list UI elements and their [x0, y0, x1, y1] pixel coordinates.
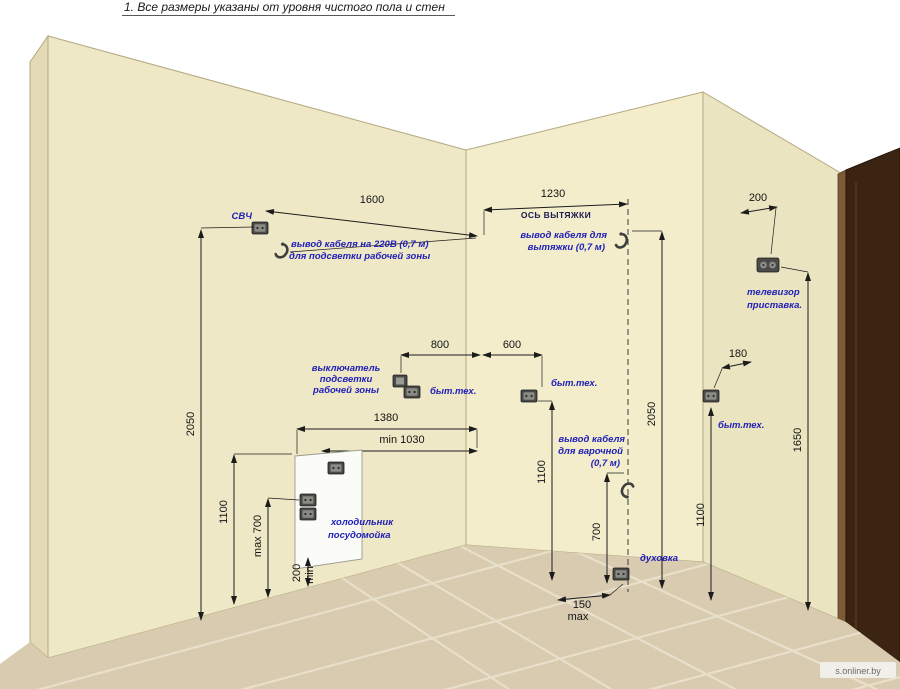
- door: [845, 147, 900, 663]
- appliance-label-right: быт.тех.: [718, 420, 764, 431]
- panel-socket-double-a-icon: [299, 493, 317, 507]
- appliance-label-center: быт.тех.: [551, 378, 597, 389]
- hood-cable-label-line2: вытяжки (0,7 м): [528, 242, 605, 253]
- cable-220v-label-line1: вывод кабеля на 220В (0,7 м): [291, 239, 429, 250]
- cable-220v-label-line2: для подсветки рабочей зоны: [289, 251, 430, 262]
- hob-cable-label-line1: вывод кабеля: [558, 434, 625, 445]
- dim-150-max-suffix: max: [568, 611, 589, 623]
- door-frame: [837, 169, 847, 632]
- dim-150-max: 150 max: [557, 583, 624, 623]
- switch-callout: выключатель подсветки рабочей зоны: [312, 363, 408, 396]
- panel-socket-top-icon: [327, 461, 345, 475]
- hob-cable-callout: вывод кабеля для варочной (0,7 м): [558, 434, 635, 501]
- dim-800-value: 800: [431, 339, 449, 351]
- hood-cable-callout: вывод кабеля для вытяжки (0,7 м): [520, 230, 629, 253]
- appliance-socket-right-icon: [702, 389, 720, 403]
- hob-cable-label-line3: (0,7 м): [591, 458, 620, 469]
- note-block: 1. Все размеры указаны от уровня чистого…: [122, 0, 455, 16]
- dim-1230: 1230: [483, 188, 628, 235]
- wall-right: [702, 91, 847, 623]
- watermark-badge: s.onliner.by: [820, 662, 896, 678]
- dim-2050-left-value: 2050: [185, 412, 197, 436]
- dim-min-1030-value: min 1030: [379, 434, 424, 446]
- dim-200-right-value: 200: [749, 192, 767, 204]
- dim-1230-value: 1230: [541, 188, 565, 200]
- dim-700: 700: [591, 472, 624, 584]
- fridge-label-line1: холодильник: [330, 517, 394, 528]
- dim-1100-center: 1100: [536, 400, 555, 581]
- appliance-label-left: быт.тех.: [430, 386, 476, 397]
- switch-label-line3: рабочей зоны: [312, 385, 379, 396]
- appliance-socket-center-icon: [520, 389, 538, 403]
- tv-label-line2: приставка.: [747, 300, 802, 311]
- cable-220v-callout: вывод кабеля на 220В (0,7 м) для подсвет…: [274, 237, 477, 262]
- dim-600-value: 600: [503, 339, 521, 351]
- tv-socket-icon: [756, 257, 780, 273]
- dim-1100-right: 1100: [695, 407, 714, 601]
- page-note: 1. Все размеры указаны от уровня чистого…: [124, 0, 445, 14]
- dim-2050-left: 2050: [185, 226, 255, 621]
- dim-1650-value: 1650: [792, 428, 804, 452]
- hob-cable-label-line2: для варочной: [558, 446, 623, 457]
- dim-1100-center-value: 1100: [536, 460, 548, 484]
- dim-700-value: 700: [591, 523, 603, 541]
- dim-1600: 1600: [265, 194, 478, 239]
- microwave-socket-icon: [251, 221, 269, 235]
- fridge-label-line2: посудомойка: [328, 530, 391, 541]
- dim-180: 180: [713, 348, 752, 389]
- hood-axis-label: ОСЬ ВЫТЯЖКИ: [521, 210, 591, 220]
- dim-1650: 1650: [780, 266, 811, 611]
- dim-2050-center: 2050: [632, 230, 665, 589]
- dim-1100-left: 1100: [218, 453, 292, 605]
- dim-max-700-value: max 700: [252, 515, 264, 557]
- appliance-socket-left-icon: [403, 385, 421, 399]
- dim-1380: 1380: [296, 412, 478, 454]
- fridge-panel: холодильник посудомойка: [294, 449, 394, 570]
- room-surfaces: [0, 34, 900, 689]
- microwave-label: СВЧ: [232, 211, 253, 222]
- dim-max-700: max 700: [252, 497, 300, 598]
- hood-cable-label-line1: вывод кабеля для: [520, 230, 607, 241]
- dim-800: 800: [400, 339, 481, 373]
- dim-2050-center-value: 2050: [646, 402, 658, 426]
- dim-600: 600: [482, 339, 543, 387]
- dim-200-min: 200 min: [291, 557, 316, 587]
- wall-center: [465, 91, 704, 563]
- dim-200-min-value: 200: [291, 564, 303, 582]
- oven-label: духовка: [640, 553, 678, 564]
- panel-socket-double-b-icon: [299, 507, 317, 521]
- switch-label-line2: подсветки: [320, 374, 373, 385]
- switch-icon: [392, 374, 408, 388]
- dim-1100-right-value: 1100: [695, 503, 707, 527]
- dim-180-value: 180: [729, 348, 747, 360]
- floor: [0, 545, 900, 689]
- oven-socket-icon: [612, 567, 630, 581]
- dim-150-value: 150: [573, 599, 591, 611]
- wall-left-edge-strip: [29, 34, 49, 660]
- dim-1600-value: 1600: [360, 194, 384, 206]
- tv-label-line1: телевизор: [747, 287, 800, 298]
- switch-label-line1: выключатель: [312, 363, 381, 374]
- dim-1380-value: 1380: [374, 412, 398, 424]
- dim-1100-left-value: 1100: [218, 500, 230, 524]
- watermark-text: s.onliner.by: [835, 666, 881, 676]
- dim-200-right: 200: [740, 192, 778, 255]
- dim-200-min-suffix: min: [304, 566, 316, 584]
